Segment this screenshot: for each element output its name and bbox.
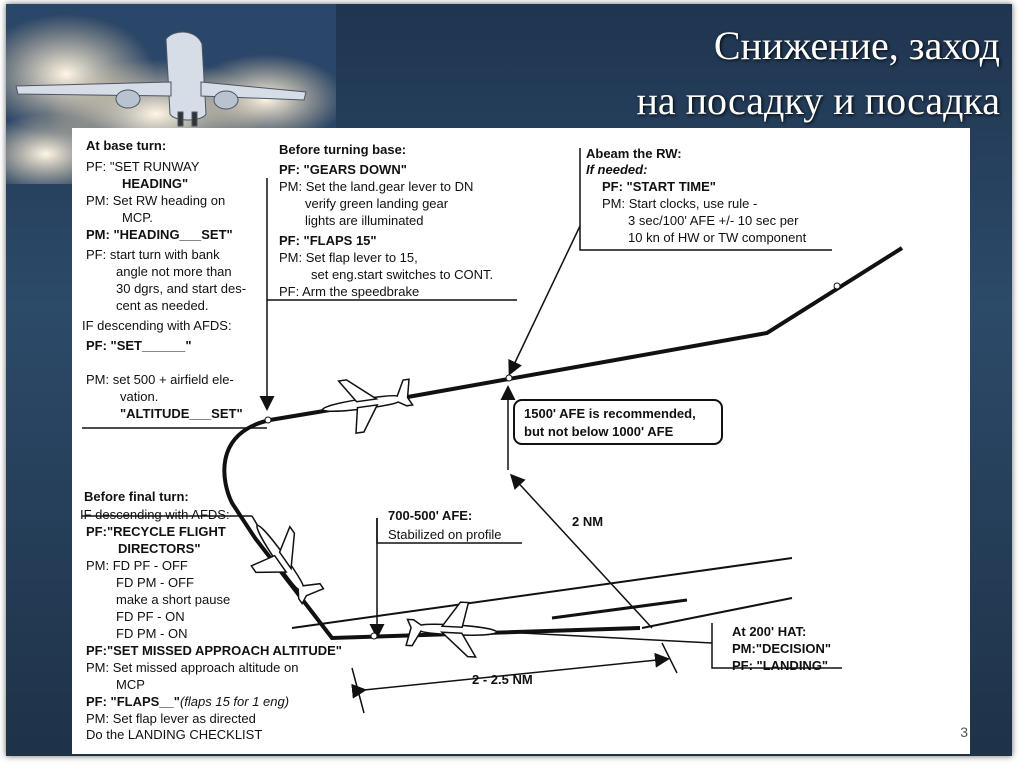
final-turn-line: PF: "FLAPS__"(flaps 15 for 1 eng) (86, 694, 289, 709)
runway-line-3 (641, 597, 793, 629)
before-base-line: PF: "FLAPS 15" (279, 233, 377, 248)
hat-line-2: PM:"DECISION" (732, 641, 831, 656)
approach-diagram-panel: At base turn: PF: "SET RUNWAY HEADING" P… (72, 128, 970, 754)
before-base-callout: Before turning base: PF: "GEARS DOWN" PM… (279, 142, 493, 299)
slide-number: 3 (960, 724, 968, 740)
base-turn-line: HEADING" (122, 176, 188, 191)
before-base-heading: Before turning base: (279, 142, 406, 157)
base-turn-line: cent as needed. (116, 298, 209, 313)
base-turn-line: 30 dgrs, and start des- (116, 281, 246, 296)
path-marker-base (264, 416, 272, 424)
final-turn-line: FD PM - ON (116, 626, 188, 641)
base-turn-line: "ALTITUDE___SET" (120, 406, 243, 421)
base-turn-line: IF descending with AFDS: (82, 318, 232, 333)
final-turn-line: DIRECTORS" (118, 541, 201, 556)
approach-diagram: At base turn: PF: "SET RUNWAY HEADING" P… (80, 138, 904, 742)
airplane-final-turn-icon (250, 524, 325, 605)
base-turn-line: angle not more than (116, 264, 232, 279)
abeam-line: 10 kn of HW or TW component (628, 230, 807, 245)
hat-bracket (711, 623, 842, 669)
flaps-callout: PF: "FLAPS__" (86, 694, 180, 709)
final-turn-line: PF:"RECYCLE FLIGHT (86, 524, 226, 539)
base-turn-line: PM: Set RW heading on (86, 193, 225, 208)
before-base-line: verify green landing gear (305, 196, 449, 211)
path-marker-abeam (505, 374, 513, 382)
final-turn-line: FD PM - OFF (116, 575, 194, 590)
base-turn-line: MCP. (122, 210, 153, 225)
abeam-line: If needed: (586, 162, 647, 177)
final-turn-line: IF descending with AFDS: (80, 507, 230, 522)
slide-title: Снижение, заход на посадку и посадка (636, 18, 1000, 128)
final-turn-line: PM: Set missed approach altitude on (86, 660, 298, 675)
title-line-2: на посадку и посадка (636, 78, 1000, 123)
hat-leader (521, 632, 713, 644)
two-nm-leader (509, 473, 653, 629)
final-turn-heading: Before final turn: (84, 489, 189, 504)
final-turn-line: MCP (116, 677, 145, 692)
before-base-line: PM: Set flap lever to 15, (279, 250, 418, 265)
airplane-downwind-icon (321, 378, 414, 434)
abeam-line: PM: Start clocks, use rule - (602, 196, 757, 211)
airplane-landing-icon (405, 601, 498, 658)
before-base-line: PM: Set the land.gear lever to DN (279, 179, 473, 194)
base-turn-line: PM: set 500 + airfield ele- (86, 372, 234, 387)
before-base-line: set eng.start switches to CONT. (311, 267, 493, 282)
dist-tick-left (351, 667, 365, 714)
abeam-bracket (579, 148, 832, 251)
hat-callout: At 200' HAT: PM:"DECISION" PF: "LANDING" (732, 624, 831, 673)
runway-line-2 (551, 598, 688, 620)
runway-line-1 (291, 557, 793, 629)
before-base-line: PF: Arm the speedbrake (279, 284, 419, 299)
abeam-callout: Abeam the RW: If needed: PF: "START TIME… (586, 146, 807, 245)
abeam-line: PF: "START TIME" (602, 179, 716, 194)
afe-line-2: but not below 1000' AFE (524, 424, 674, 439)
dist-tick-right (661, 642, 678, 674)
final-turn-line: Do the LANDING CHECKLIST (86, 727, 262, 742)
final-turn-line: PM: Set flap lever as directed (86, 711, 256, 726)
base-turn-line: PF: "SET______" (86, 338, 192, 353)
final-turn-line: FD PF - ON (116, 609, 185, 624)
base-turn-callout: At base turn: PF: "SET RUNWAY HEADING" P… (82, 138, 246, 421)
final-turn-line: PM: FD PF - OFF (86, 558, 188, 573)
stabilized-line-1: 700-500' AFE: (388, 508, 472, 523)
path-marker-start (833, 282, 841, 290)
before-base-line: lights are illuminated (305, 213, 424, 228)
title-line-1: Снижение, заход (713, 23, 1000, 68)
final-turn-line: PF:"SET MISSED APPROACH ALTITUDE" (86, 643, 342, 658)
base-turn-line: PM: "HEADING___SET" (86, 227, 233, 242)
hat-line-3: PF: "LANDING" (732, 658, 828, 673)
hat-line-1: At 200' HAT: (732, 624, 806, 639)
path-marker-final (370, 632, 378, 640)
stabilized-line-2: Stabilized on profile (388, 527, 501, 542)
abeam-heading: Abeam the RW: (586, 146, 682, 161)
dist-arrow (351, 652, 670, 699)
base-turn-line: PF: "SET RUNWAY (86, 159, 200, 174)
before-base-line: PF: "GEARS DOWN" (279, 162, 407, 177)
final-distance-label: 2 - 2.5 NM (472, 672, 533, 687)
abeam-leader (508, 225, 581, 376)
two-nm-label: 2 NM (572, 514, 603, 529)
base-turn-heading: At base turn: (86, 138, 166, 153)
afe-recommendation-box: 1500' AFE is recommended, but not below … (513, 399, 723, 445)
stabilized-callout: 700-500' AFE: Stabilized on profile (388, 508, 501, 542)
base-turn-line: vation. (120, 389, 158, 404)
abeam-line: 3 sec/100' AFE +/- 10 sec per (628, 213, 799, 228)
flaps-note: (flaps 15 for 1 eng) (180, 694, 289, 709)
afe-line-1: 1500' AFE is recommended, (524, 406, 696, 421)
final-turn-line: make a short pause (116, 592, 230, 607)
base-turn-line: PF: start turn with bank (86, 247, 220, 262)
final-turn-callout: Before final turn: IF descending with AF… (80, 489, 342, 742)
